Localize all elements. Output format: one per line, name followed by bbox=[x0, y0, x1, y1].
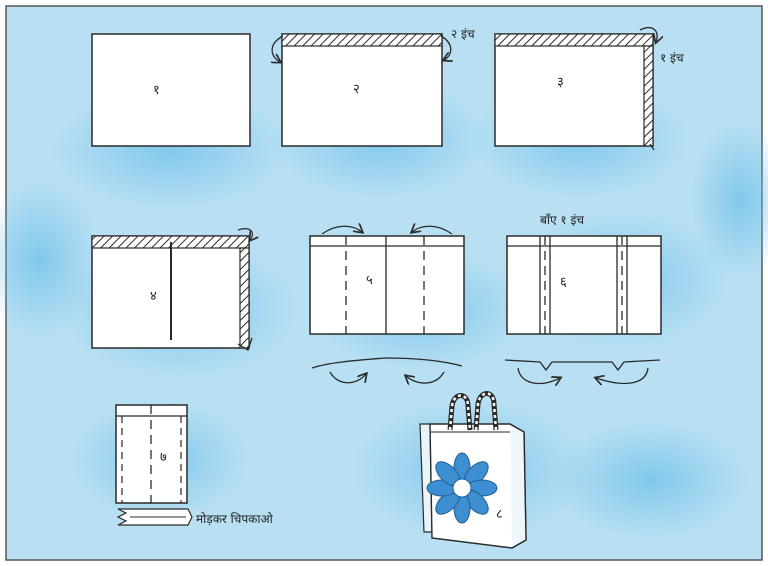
step-3-side-strip bbox=[643, 45, 654, 147]
step-2-sheet: २ २ इंच bbox=[272, 27, 475, 147]
step-6-sheet: ६ बाँए १ इंच bbox=[504, 213, 662, 383]
curved-arrow-icon bbox=[517, 367, 560, 383]
curved-arrow-icon bbox=[412, 226, 453, 235]
curved-arrow-icon bbox=[237, 228, 252, 240]
curved-arrow-icon bbox=[596, 367, 649, 383]
curved-arrow-icon bbox=[440, 35, 451, 60]
step-8-bag: ८ bbox=[419, 391, 527, 549]
flower-icon bbox=[426, 452, 498, 524]
step-8-numeral: ८ bbox=[496, 507, 503, 522]
step-1-numeral: १ bbox=[153, 83, 160, 98]
step-7-note: मोड़कर चिपकाओ bbox=[196, 512, 274, 526]
curved-arrow-icon bbox=[272, 35, 284, 62]
step-6-note: बाँए १ इंच bbox=[540, 213, 584, 227]
step-6-numeral: ६ bbox=[560, 275, 567, 290]
step-5-numeral: ५ bbox=[366, 273, 373, 288]
step-4-side-strip bbox=[239, 247, 250, 349]
step-7-numeral: ७ bbox=[160, 450, 167, 465]
curved-arrow-icon bbox=[639, 27, 657, 42]
corner-tick bbox=[237, 337, 253, 351]
step-2-numeral: २ bbox=[353, 82, 360, 97]
step-2-note: २ इंच bbox=[451, 27, 475, 41]
step-3-note: १ इंच bbox=[660, 51, 684, 65]
step-3-numeral: ३ bbox=[557, 75, 564, 90]
step-4-numeral: ४ bbox=[150, 289, 157, 304]
step-5-sheet: ५ bbox=[309, 226, 465, 384]
step-3-sheet: ३ १ इंच bbox=[494, 27, 684, 151]
corner-tick bbox=[649, 143, 655, 151]
step-6-fold-profile bbox=[504, 359, 661, 372]
step-3-top-strip bbox=[494, 33, 654, 47]
step-2-fold-strip bbox=[281, 33, 443, 47]
curved-arrow-icon bbox=[329, 371, 366, 384]
step-4-sheet: ४ bbox=[91, 228, 253, 351]
step-7-sheet: ७ मोड़कर चिपकाओ bbox=[115, 404, 274, 526]
curved-arrow-icon bbox=[321, 226, 362, 235]
step-1-sheet: १ bbox=[91, 33, 251, 147]
curved-arrow-icon bbox=[406, 371, 445, 383]
step-5-fold-profile bbox=[311, 357, 463, 369]
